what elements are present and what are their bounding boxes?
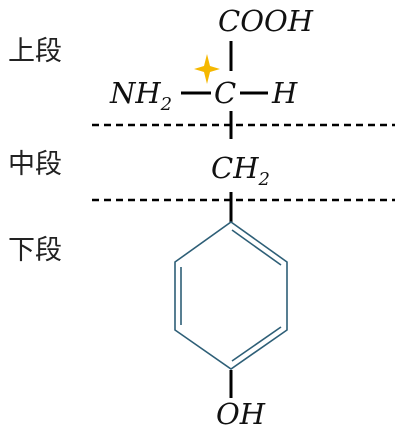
amino-group-main: NH — [109, 76, 161, 110]
section-label-middle: 中段 — [8, 149, 62, 180]
methylene-group-subscript: 2 — [257, 169, 269, 190]
section-label-upper: 上段 — [8, 36, 62, 67]
benzene-ring — [174, 221, 288, 370]
amino-group-label: NH2 — [109, 76, 172, 115]
ring-outer — [174, 221, 288, 370]
ring-inner-bond-1 — [231, 229, 282, 266]
carboxyl-group-label: COOH — [218, 4, 314, 38]
section-label-lower: 下段 — [8, 235, 62, 266]
hydroxyl-group-label: OH — [216, 397, 266, 431]
alpha-carbon-label: C — [214, 76, 236, 110]
ring-inner-bond-2 — [231, 326, 282, 362]
amino-group-subscript: 2 — [160, 94, 172, 115]
four-point-star-icon — [194, 54, 220, 84]
hydrogen-label: H — [271, 76, 298, 110]
methylene-group-label: CH2 — [211, 151, 270, 190]
methylene-group-main: CH — [211, 151, 259, 185]
